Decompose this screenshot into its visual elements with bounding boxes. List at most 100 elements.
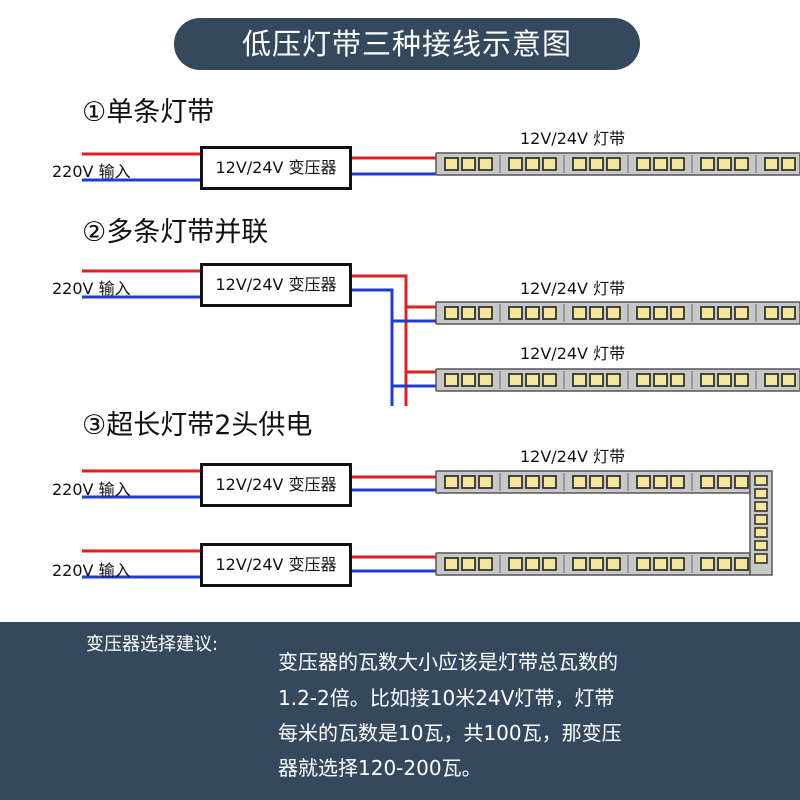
section-2-led-strip-2-led-chip [764,373,779,387]
section-1-led-strip [435,152,800,176]
section-2-led-strip-1 [435,301,800,325]
section-3-input-label-2: 220V 输入 [52,561,131,580]
section-3-led-strip-corner-led-chip [754,488,768,499]
section-1-led-strip-led-chip [508,157,523,171]
section-3-led-strip-bottom-led-chip [606,557,621,571]
section-3-led-strip-bottom-led-chip [525,557,540,571]
section-3-led-strip-bottom-led-chip [542,557,557,571]
section-3-led-strip-top-led-chip [542,475,557,489]
section-1-led-strip-led-chip [444,157,459,171]
section-2-led-strip-1-led-chip [542,306,557,320]
section-3-input-label-1: 220V 输入 [52,480,131,499]
section-2-positive-bus [352,274,408,406]
wiring-diagram [82,152,800,579]
section-3-led-strip-bottom [435,552,751,576]
section-3-led-strip-corner-led-chip [754,553,768,564]
section-1-led-strip-led-chip [478,157,493,171]
section-1-led-strip-led-chip [542,157,557,171]
section-1-led-strip-led-chip [670,157,685,171]
section-2-led-strip-2-led-chip [508,373,523,387]
section-2-led-strip-2-led-chip [781,373,796,387]
advice-label: 变压器选择建议: [86,634,219,655]
section-3-strip-label: 12V/24V 灯带 [520,447,626,466]
section-2-input-label: 220V 输入 [52,279,131,298]
section-2-led-strip-1-led-chip [717,306,732,320]
section-2-led-strip-2-led-chip [589,373,604,387]
section-3-led-strip-bottom-led-chip [636,557,651,571]
section-3-led-strip-top-led-chip [734,475,749,489]
section-2-led-strip-2-led-chip [444,373,459,387]
section-1-led-strip-led-chip [653,157,668,171]
section-3-led-strip-corner-led-chip [754,475,768,486]
section-2-led-strip-2-led-chip [636,373,651,387]
section-2-led-strip-1-led-chip [606,306,621,320]
section-2-led-strip-1-led-chip [734,306,749,320]
section-3-led-strip-bottom-led-chip [700,557,715,571]
section-2-led-strip-2 [435,368,800,392]
section-2-led-strip-2-led-chip [670,373,685,387]
advice-line-2: 1.2-2倍。比如接10米24V灯带，灯带 [278,686,615,710]
section-3-led-strip-top-led-chip [589,475,604,489]
advice-line-1: 变压器的瓦数大小应该是灯带总瓦数的 [278,650,618,674]
section-2-led-strip-2-led-chip [542,373,557,387]
section-2-transformer: 12V/24V 变压器 [200,263,352,307]
section-2-led-strip-1-led-chip [764,306,779,320]
section-1-input-label: 220V 输入 [52,162,131,181]
section-3-led-strip-top-led-chip [461,475,476,489]
section-2-led-strip-2-led-chip [717,373,732,387]
section-2-led-strip-1-led-chip [478,306,493,320]
section-2-led-strip-2-led-chip [572,373,587,387]
section-2-led-strip-2-led-chip [478,373,493,387]
section-3-led-strip-bottom-led-chip [670,557,685,571]
section-3-led-strip-top-led-chip [606,475,621,489]
section-1-led-strip-led-chip [734,157,749,171]
section-3-led-strip-top [435,470,751,494]
section-3-led-strip-bottom-led-chip [734,557,749,571]
page-title: 低压灯带三种接线示意图 [174,18,640,70]
section-1-label: ①单条灯带 [82,97,215,128]
section-3-led-strip-bottom-led-chip [717,557,732,571]
section-1-led-strip-led-chip [461,157,476,171]
section-3-led-strip-bottom-led-chip [478,557,493,571]
section-3-led-strip-top-led-chip [717,475,732,489]
section-1-transformer: 12V/24V 变压器 [200,146,352,190]
section-3-led-strip-bottom-led-chip [653,557,668,571]
section-2-led-strip-1-led-chip [653,306,668,320]
section-2-led-strip-1-led-chip [525,306,540,320]
section-3-led-strip-top-led-chip [508,475,523,489]
section-3-led-strip-corner-led-chip [754,514,768,525]
section-3-led-strip-corner-led-chip [754,501,768,512]
section-3-label: ③超长灯带2头供电 [82,410,313,441]
section-1-led-strip-led-chip [781,157,796,171]
section-3-led-strip-bottom-led-chip [572,557,587,571]
section-2-strip-2-label: 12V/24V 灯带 [520,344,626,363]
section-1-led-strip-led-chip [700,157,715,171]
section-3-led-strip-bottom-led-chip [444,557,459,571]
section-2-strip-1-label: 12V/24V 灯带 [520,279,626,298]
advice-line-4: 器就选择120-200瓦。 [278,756,482,780]
section-2-led-strip-2-led-chip [606,373,621,387]
section-2-label: ②多条灯带并联 [82,217,269,248]
section-3-led-strip-top-led-chip [525,475,540,489]
section-1-led-strip-led-chip [717,157,732,171]
section-2-led-strip-2-led-chip [734,373,749,387]
section-3-led-strip-top-led-chip [572,475,587,489]
section-2-led-strip-2-led-chip [653,373,668,387]
section-2-led-strip-2-led-chip [461,373,476,387]
section-3-led-strip-corner [749,470,773,576]
section-2-led-strip-1-led-chip [572,306,587,320]
section-3-led-strip-bottom-led-chip [508,557,523,571]
section-3-transformer-2: 12V/24V 变压器 [200,543,352,587]
section-2-led-strip-1-led-chip [670,306,685,320]
section-3-led-strip-top-led-chip [670,475,685,489]
section-1-strip-label: 12V/24V 灯带 [520,129,626,148]
section-2-negative-bus [352,288,394,406]
section-1-led-strip-led-chip [525,157,540,171]
section-3-led-strip-top-led-chip [478,475,493,489]
section-2-led-strip-1-led-chip [781,306,796,320]
section-3-led-strip-bottom-led-chip [589,557,604,571]
section-1-led-strip-led-chip [572,157,587,171]
section-2-led-strip-2-led-chip [700,373,715,387]
advice-panel [0,622,800,800]
wires [82,152,436,579]
